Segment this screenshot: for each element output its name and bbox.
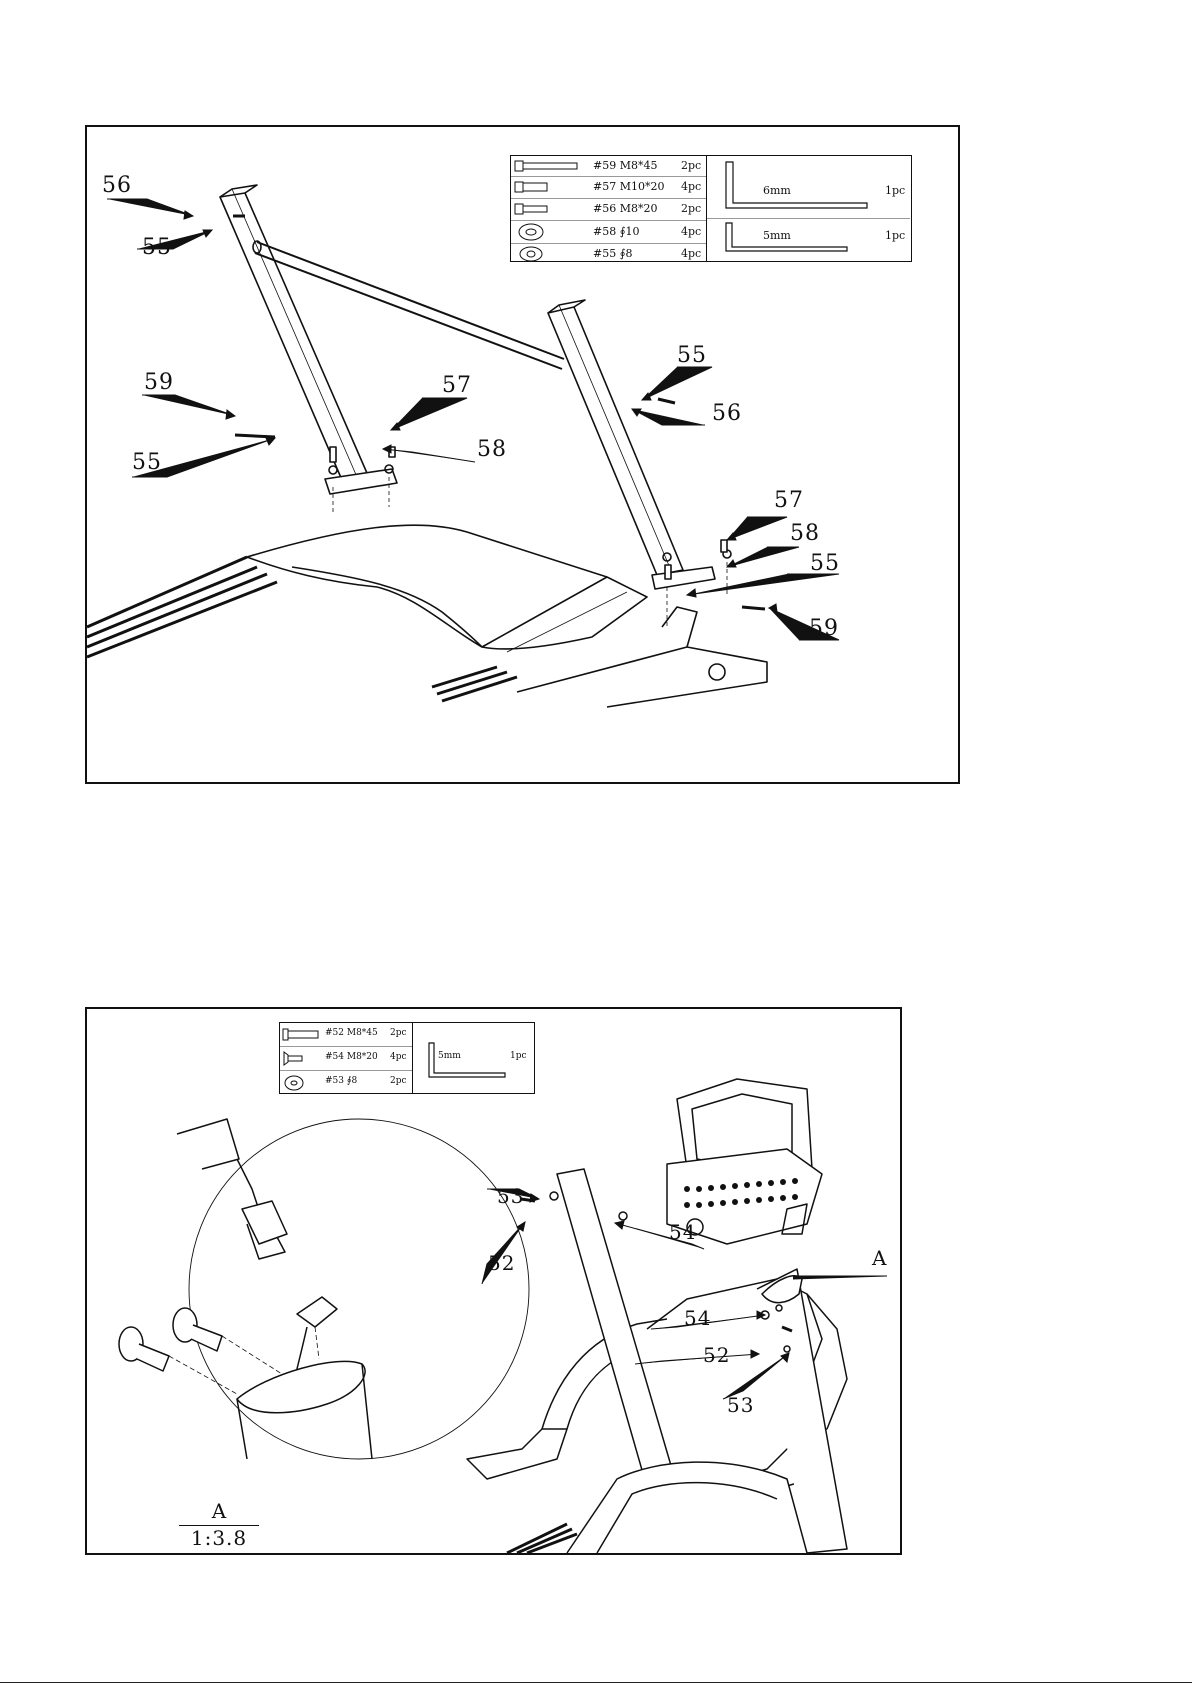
- callout-53: 53: [497, 1185, 524, 1207]
- part-row: #53 ∮8 2pc: [280, 1071, 412, 1095]
- callout-57: 57: [774, 490, 804, 512]
- part-code: #52 M8*45: [325, 1028, 378, 1038]
- washer-icon: [511, 244, 581, 263]
- tool-size: 5mm: [763, 229, 791, 242]
- tool-qty: 1pc: [885, 229, 905, 242]
- callout-58: 58: [790, 523, 820, 545]
- part-row: #56 M8*20 2pc: [511, 199, 706, 221]
- page-footer-rule: [0, 1682, 1192, 1683]
- part-code: #54 M8*20: [325, 1052, 378, 1062]
- callout-57: 57: [442, 375, 472, 397]
- part-row: #59 M8*45 2pc: [511, 156, 706, 177]
- washer-icon: [511, 221, 581, 243]
- bolt-short-icon: [511, 199, 581, 219]
- bolt-long-icon: [511, 156, 581, 176]
- part-qty: 4pc: [681, 180, 701, 193]
- part-code: #58 ∮10: [593, 225, 639, 238]
- assembly-figure-uprights: 56 55 59 57 55 58 55 56 57 58 55 59 #59 …: [85, 125, 960, 784]
- callout-55: 55: [132, 452, 162, 474]
- detail-label: A: [179, 1499, 259, 1526]
- callout-55: 55: [677, 345, 707, 367]
- callout-55: 55: [810, 553, 840, 575]
- part-code: #56 M8*20: [593, 202, 657, 215]
- tool-qty: 1pc: [510, 1051, 527, 1061]
- part-code: #55 ∮8: [593, 247, 632, 260]
- countersunk-screw-icon: [280, 1047, 324, 1070]
- part-qty: 4pc: [681, 225, 701, 238]
- callout-56: 56: [712, 403, 742, 425]
- tool-row: 5mm 1pc: [707, 219, 910, 261]
- callout-54: 54: [669, 1221, 696, 1243]
- part-code: #53 ∮8: [325, 1076, 357, 1086]
- tool-qty: 1pc: [885, 184, 905, 197]
- tool-size: 6mm: [763, 184, 791, 197]
- part-qty: 2pc: [390, 1076, 407, 1086]
- callout-59: 59: [144, 372, 174, 394]
- tool-row: 6mm 1pc: [707, 156, 910, 219]
- bolt-long-icon: [280, 1023, 324, 1046]
- part-row: #57 M10*20 4pc: [511, 177, 706, 199]
- callout-58: 58: [477, 439, 507, 461]
- part-row: #58 ∮10 4pc: [511, 221, 706, 244]
- part-code: #59 M8*45: [593, 159, 657, 172]
- part-row: #52 M8*45 2pc: [280, 1023, 412, 1047]
- part-row: #54 M8*20 4pc: [280, 1047, 412, 1071]
- part-code: #57 M10*20: [593, 180, 664, 193]
- callout-53: 53: [727, 1394, 754, 1416]
- callout-59: 59: [809, 618, 839, 640]
- hardware-parts-table: #59 M8*45 2pc #57 M10*20 4pc #56 M8*20 2…: [510, 155, 912, 262]
- tool-size: 5mm: [438, 1051, 461, 1061]
- allen-key-icon: [423, 1023, 513, 1093]
- callout-54: 54: [684, 1307, 711, 1329]
- washer-icon: [280, 1071, 324, 1095]
- part-qty: 4pc: [390, 1052, 407, 1062]
- detail-scale: 1:3.8: [179, 1526, 259, 1550]
- callout-52: 52: [488, 1252, 515, 1274]
- part-qty: 2pc: [390, 1028, 407, 1038]
- detail-scale-label: A 1:3.8: [179, 1499, 259, 1550]
- part-row: #55 ∮8 4pc: [511, 244, 706, 263]
- part-qty: 2pc: [681, 202, 701, 215]
- part-qty: 2pc: [681, 159, 701, 172]
- assembly-figure-console: 53 54 52 A 54 52 53 A 1:3.8 #52 M8*45 2p…: [85, 1007, 902, 1555]
- callout-52: 52: [703, 1344, 730, 1366]
- callout-56: 56: [102, 175, 132, 197]
- part-qty: 4pc: [681, 247, 701, 260]
- allen-key-icon: [721, 156, 871, 218]
- callout-55: 55: [142, 237, 172, 259]
- detail-callout-a: A: [872, 1247, 887, 1269]
- tool-row: 5mm 1pc: [413, 1023, 533, 1093]
- bolt-short-icon: [511, 177, 581, 197]
- hardware-parts-table: #52 M8*45 2pc #54 M8*20 4pc #53 ∮8 2pc 5…: [279, 1022, 535, 1094]
